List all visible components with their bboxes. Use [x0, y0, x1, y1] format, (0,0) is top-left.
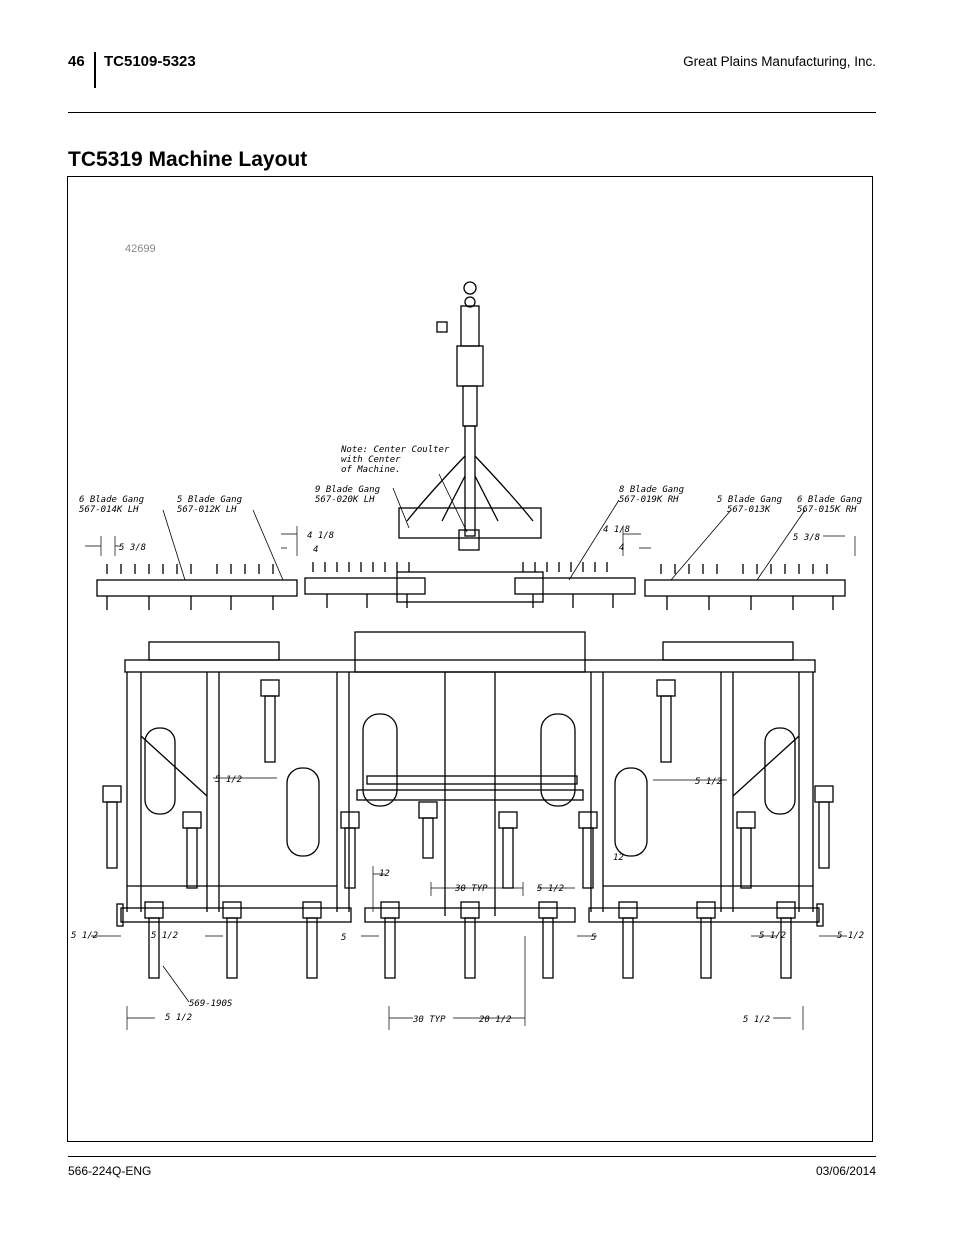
- header-rule: [68, 112, 876, 113]
- doc-number: 566-224Q-ENG: [68, 1164, 152, 1178]
- company-name: Great Plains Manufacturing, Inc.: [683, 54, 876, 69]
- note-line-3: of Machine.: [341, 465, 401, 475]
- rear-shanks: [144, 901, 796, 979]
- dim-5-1-2-bottom-left: 5 1/2: [165, 1013, 192, 1023]
- dim-20-1-2: 20 1/2: [479, 1015, 512, 1025]
- dim-4-left: 4: [313, 545, 318, 555]
- dim-5-3-8-right: 5 3/8: [793, 533, 820, 543]
- dim-5-1-2-mid-left: 5 1/2: [215, 775, 242, 785]
- dim-5-1-2-far-right: 5 1/2: [837, 931, 864, 941]
- gang-5-lh-label: 5 Blade Gang: [177, 495, 243, 505]
- dim-5-1-2-bottom-right: 5 1/2: [743, 1015, 770, 1025]
- front-gang-bars: [96, 571, 846, 603]
- gang-6-lh-part: 567-014K LH: [79, 505, 139, 515]
- part-569-190s-label: 569-190S: [189, 999, 233, 1009]
- dim-12-right: 12: [613, 853, 624, 863]
- model-range: TC5109-5323: [104, 53, 196, 70]
- gang-6-rh-label: 6 Blade Gang: [797, 495, 863, 505]
- center-coulter-mount: [458, 529, 480, 551]
- front-disc-blades: [106, 562, 834, 610]
- dim-5-1-2-mid-right: 5 1/2: [695, 777, 722, 787]
- dim-5-left: 5: [341, 933, 346, 943]
- gang-8-rh-part: 567-019K RH: [619, 495, 679, 505]
- dim-4-1-8-left: 4 1/8: [307, 531, 334, 541]
- note-line-2: with Center: [341, 455, 401, 465]
- tires: [144, 713, 796, 857]
- mid-shanks: [102, 679, 834, 889]
- dim-5-1-2-right: 5 1/2: [759, 931, 786, 941]
- figure-number: 42699: [125, 243, 156, 255]
- page-number: 46: [68, 53, 85, 70]
- rear-toolbar: [116, 903, 824, 927]
- dimension-lines: [85, 526, 856, 1030]
- doc-date: 03/06/2014: [815, 1164, 876, 1178]
- gang-8-rh-label: 8 Blade Gang: [619, 485, 685, 495]
- note-line-1: Note: Center Coulter: [340, 445, 450, 455]
- gang-5-rh-part: 567-013K: [727, 505, 771, 515]
- gang-9-lh-part: 567-020K LH: [315, 495, 375, 505]
- dim-4-1-8-right: 4 1/8: [603, 525, 630, 535]
- dim-12-left: 12: [379, 869, 390, 879]
- dim-5-1-2-far-left: 5 1/2: [71, 931, 98, 941]
- page-title: TC5319 Machine Layout: [68, 148, 308, 171]
- dim-5-1-2-center: 5 1/2: [537, 884, 564, 894]
- main-frame: [124, 631, 816, 916]
- header-divider: [94, 52, 96, 88]
- gang-5-lh-part: 567-012K LH: [177, 505, 237, 515]
- center-bracket: [398, 507, 542, 539]
- gang-6-lh-label: 6 Blade Gang: [79, 495, 145, 505]
- dim-5-3-8-left: 5 3/8: [119, 543, 146, 553]
- gang-6-rh-part: 567-015K RH: [797, 505, 857, 515]
- figure-frame: [67, 176, 873, 1142]
- gang-9-lh-label: 9 Blade Gang: [315, 485, 381, 495]
- dim-5-right: 5: [591, 933, 596, 943]
- dim-30-typ-upper: 30 TYP: [454, 884, 488, 894]
- footer-rule: [68, 1156, 876, 1157]
- dim-5-1-2-left: 5 1/2: [151, 931, 178, 941]
- machine-layout-drawing: Note: Center Coulter with Center of Mach…: [71, 281, 864, 1030]
- dim-4-right: 4: [619, 543, 624, 553]
- hitch-tongue: [406, 281, 534, 537]
- gang-5-rh-label: 5 Blade Gang: [717, 495, 783, 505]
- leader-lines: [162, 473, 806, 1003]
- dim-30-typ-lower: 30 TYP: [412, 1015, 446, 1025]
